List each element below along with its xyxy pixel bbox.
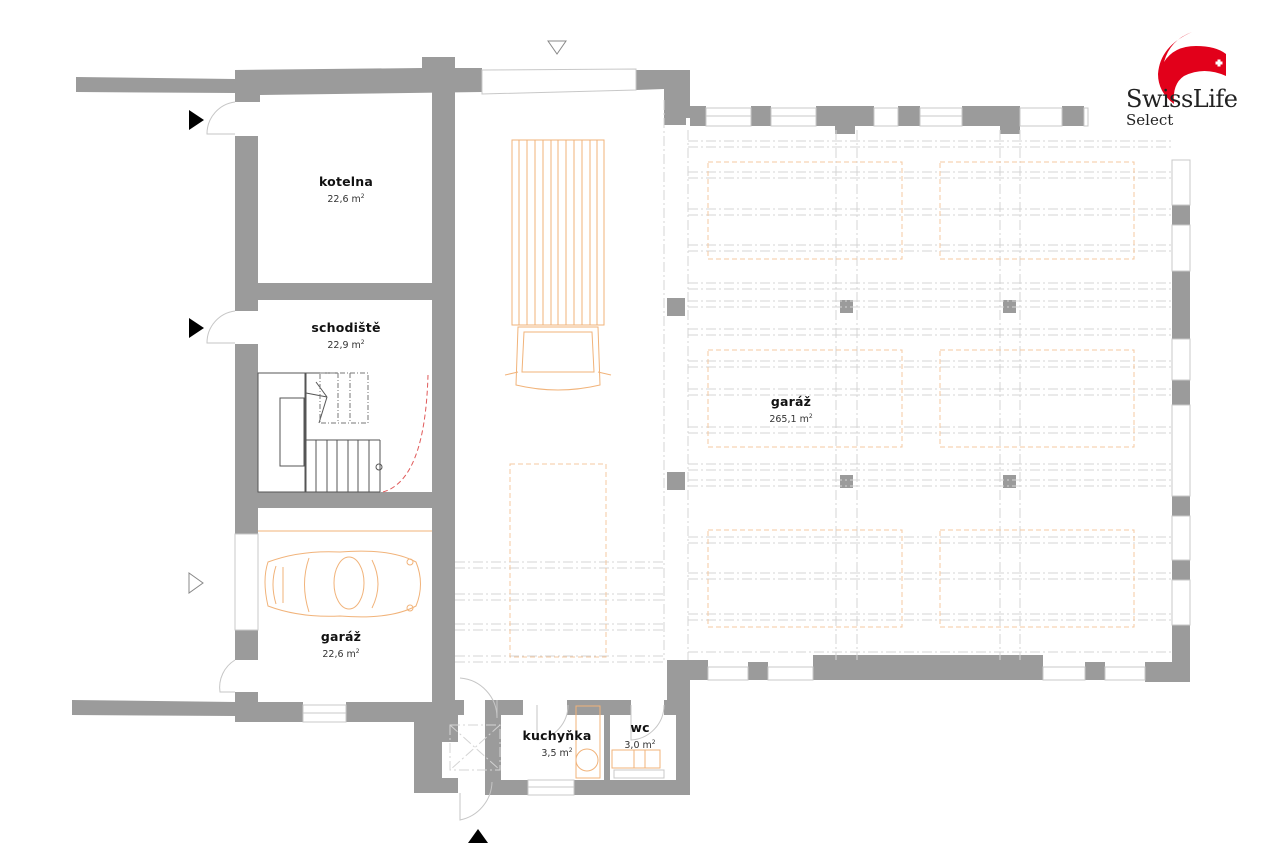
windows <box>234 68 1191 796</box>
logo-subtitle: Select <box>1126 111 1174 129</box>
room-name: garáž <box>320 629 362 644</box>
room-label-wc: wc 3,0 m2 <box>624 720 655 751</box>
room-area: 265,1 m2 <box>769 413 813 426</box>
room-area: 3,5 m2 <box>541 747 573 760</box>
parking-bays <box>509 161 1135 658</box>
entrance-arrow-icon <box>468 829 488 843</box>
doors <box>206 101 665 821</box>
room-area: 22,6 m2 <box>322 648 360 661</box>
fixtures <box>575 705 661 779</box>
entrance-arrow-icon <box>189 110 204 130</box>
room-label-schodiste: schodiště 22,9 m2 <box>311 320 380 351</box>
room-name: kuchyňka <box>522 728 592 743</box>
car-drawing <box>258 530 432 618</box>
room-name: schodiště <box>311 320 381 335</box>
room-name: garáž <box>770 394 812 409</box>
entrance-arrow-outline-icon <box>188 572 204 594</box>
swisslife-logo-icon <box>1158 32 1226 104</box>
entrance-markers <box>188 40 567 843</box>
lift-shaft <box>449 724 501 771</box>
room-label-garaz-large: garáž 265,1 m2 <box>769 394 812 425</box>
room-label-kuchynka: kuchyňka 3,5 m2 <box>523 728 592 759</box>
structure-grid <box>455 100 1172 663</box>
truck-drawing <box>504 139 612 391</box>
logo-brand: SwissLife <box>1126 85 1238 113</box>
walls <box>72 57 1190 795</box>
entrance-arrow-outline-icon <box>547 40 567 55</box>
logo-text: SwissLife Select <box>1126 86 1238 128</box>
stairs-drawing <box>257 372 429 493</box>
room-name: wc <box>630 720 650 735</box>
room-label-garaz-small: garáž 22,6 m2 <box>321 629 361 660</box>
room-area: 22,9 m2 <box>327 339 365 352</box>
entrance-arrow-icon <box>189 318 204 338</box>
room-area: 22,6 m2 <box>327 193 365 206</box>
room-label-kotelna: kotelna 22,6 m2 <box>319 174 373 205</box>
room-area: 3,0 m2 <box>624 739 656 752</box>
room-name: kotelna <box>318 174 374 189</box>
